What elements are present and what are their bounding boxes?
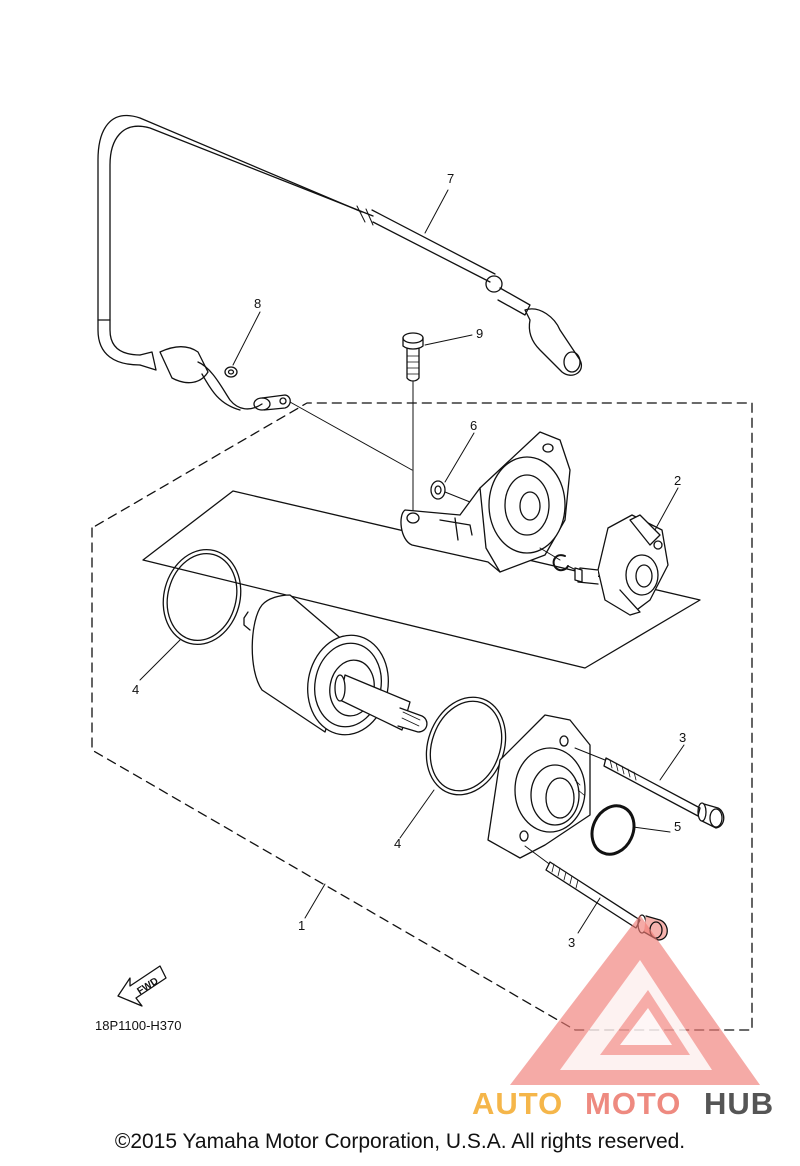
automotohub-logo-icon [510, 915, 760, 1085]
through-bolt-part-3-upper [574, 747, 725, 829]
bolt-part-9 [402, 332, 424, 382]
assembly-boundary [91, 402, 753, 1031]
callout-1: 1 [298, 918, 305, 933]
brush-holder-part-2 [574, 514, 669, 616]
callout-5: 5 [674, 819, 681, 834]
terminal-nut-part-8 [159, 346, 291, 411]
callout-6: 6 [470, 418, 477, 433]
callout-9: 9 [476, 326, 483, 341]
lead-wire [97, 114, 583, 376]
callout-2: 2 [674, 473, 681, 488]
assembly-plane [142, 490, 701, 669]
watermark-auto: AUTO [472, 1086, 563, 1121]
diagram-code: 18P1100-H370 [95, 1018, 182, 1033]
copyright-notice: ©2015 Yamaha Motor Corporation, U.S.A. A… [114, 1130, 686, 1153]
washer-part-6 [430, 480, 446, 500]
callout-3-lower: 3 [568, 935, 575, 950]
callout-4-lower: 4 [394, 836, 401, 851]
o-ring-part-4-upper [162, 548, 242, 646]
watermark-hub: HUB [704, 1086, 774, 1121]
watermark-moto: MOTO [585, 1086, 681, 1121]
o-ring-part-5 [590, 804, 636, 856]
callout-8: 8 [254, 296, 261, 311]
end-cover-housing [400, 431, 571, 573]
front-cover [487, 714, 591, 859]
callout-3-upper: 3 [679, 730, 686, 745]
callout-4-upper: 4 [132, 682, 139, 697]
fwd-arrow-icon [117, 965, 167, 1007]
starter-motor-yoke [243, 594, 428, 736]
circlip [552, 554, 569, 572]
callout-7: 7 [447, 171, 454, 186]
